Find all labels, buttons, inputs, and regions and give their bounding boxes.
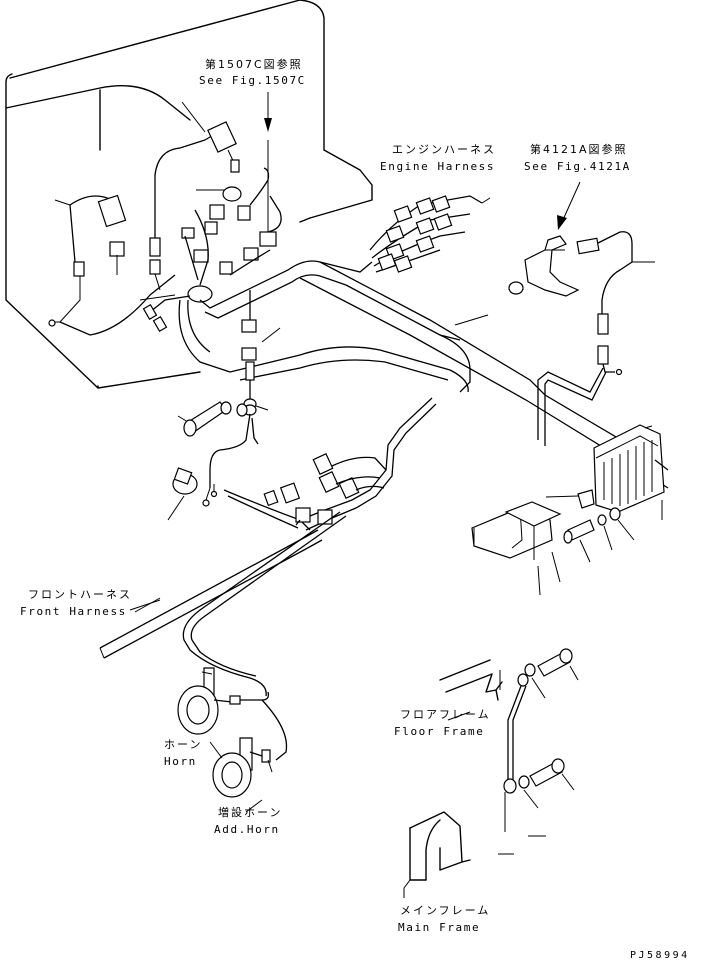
- ref-1507c-en-label: See Fig.1507C: [199, 74, 306, 87]
- main-frame: [403, 811, 546, 889]
- cab-wiring: [48, 101, 282, 336]
- floor-frame: [439, 648, 579, 832]
- front-harness-run: [99, 511, 347, 697]
- main-frame-jp-label: メインフレーム: [400, 904, 490, 917]
- front-harness-en-label: Front Harness: [20, 605, 127, 618]
- clip-bolt-washers: [545, 489, 635, 563]
- add-horn-en-label: Add.Horn: [214, 823, 280, 836]
- front-harness-jp-label: フロントハーネス: [28, 588, 132, 601]
- ref-arrow-4121a: [557, 181, 581, 230]
- ref-4121a-en-label: See Fig.4121A: [524, 160, 631, 173]
- floor-frame-jp-label: フロアフレーム: [400, 708, 491, 721]
- main-harness: [178, 260, 669, 489]
- horn-en-label: Horn: [164, 755, 197, 768]
- controller-unit: [593, 424, 669, 520]
- engine-harness-jp-label: エンジンハーネス: [392, 143, 496, 156]
- engine-harness-en-label: Engine Harness: [380, 160, 495, 173]
- sensor-bracket: [508, 231, 655, 446]
- ref-1507c-jp-label: 第1507C図参照: [205, 57, 303, 71]
- add-horn-jp-label: 増設ホーン: [218, 805, 282, 819]
- horn: [177, 667, 270, 735]
- add-horn: [212, 699, 288, 798]
- front-harness-branch: [167, 397, 437, 531]
- horn-jp-label: ホーン: [164, 738, 202, 751]
- ref-arrow-1507c: [264, 92, 272, 232]
- cab-enclosure: [5, 0, 373, 389]
- main-frame-en-label: Main Frame: [398, 921, 480, 934]
- leader-lines: [134, 597, 471, 898]
- protector-covers: [471, 501, 562, 596]
- drawing-code: PJ58994: [630, 950, 690, 961]
- labels: 第1507C図参照 See Fig.1507C エンジンハーネス Engine …: [20, 57, 690, 961]
- bolt-washer-left: [177, 401, 248, 437]
- engine-harness-connectors: [369, 195, 491, 273]
- ref-4121a-jp-label: 第4121A図参照: [530, 142, 628, 156]
- floor-frame-en-label: Floor Frame: [394, 725, 484, 738]
